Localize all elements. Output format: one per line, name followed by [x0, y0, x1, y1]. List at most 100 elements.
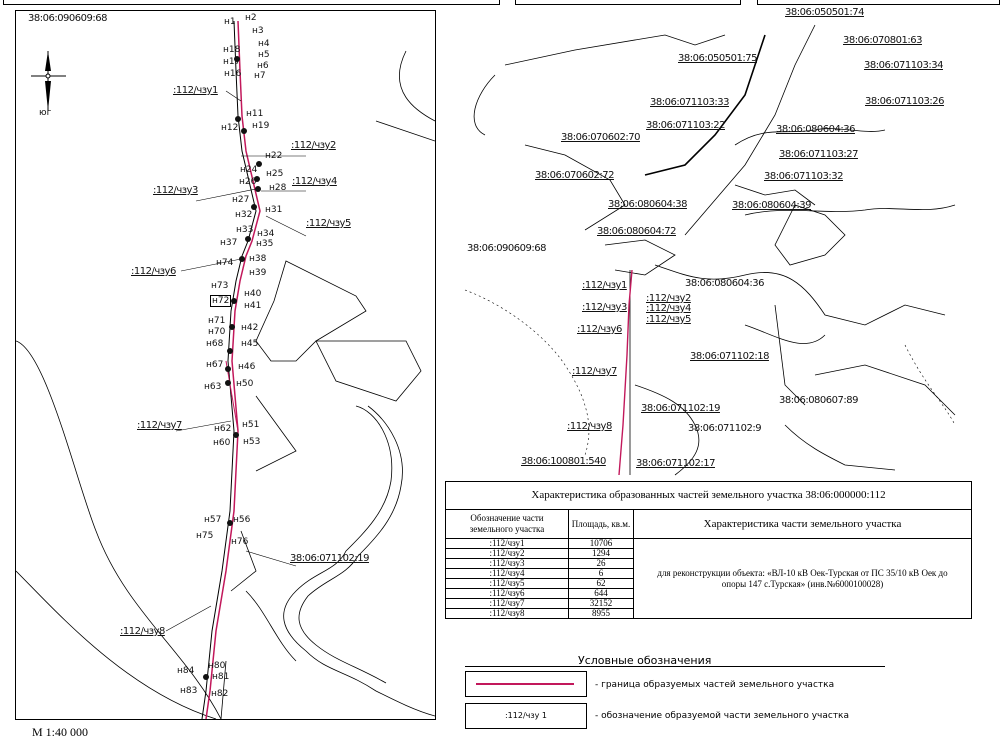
point-label: н4 [258, 39, 270, 49]
point-label: н1 [224, 17, 236, 27]
point-label: н11 [246, 109, 264, 119]
point-label: н67 [206, 360, 224, 370]
right-parcel-label: 38:06:071103:34 [864, 60, 943, 71]
point-label: н12 [221, 123, 239, 133]
point-label: н16 [224, 69, 242, 79]
top-table-fragment-3 [757, 0, 1000, 5]
point-label: н56 [233, 515, 251, 525]
point-label: н68 [206, 339, 224, 349]
point-label: н72 [210, 295, 232, 307]
cell-area: 32152 [568, 598, 634, 609]
point-label: н34 [257, 229, 275, 239]
right-parcel-label: 38:06:100801:540 [521, 456, 606, 467]
col-header-area: Площадь, кв.м. [568, 509, 634, 539]
point-label: н70 [208, 327, 226, 337]
right-parcel-label: 38:06:071102:19 [641, 403, 720, 414]
cell-area: 1294 [568, 548, 634, 559]
point-label: н76 [231, 537, 249, 547]
legend-sample-part: :112/чзу 1 [465, 703, 587, 729]
cell-area: 6 [568, 568, 634, 579]
right-parcel-label: 38:06:090609:68 [467, 243, 546, 254]
right-parcel-label: 38:06:070602:70 [561, 132, 640, 143]
cell-area: 644 [568, 588, 634, 599]
point-label: н26 [239, 177, 257, 187]
right-parcel-label: 38:06:080604:39 [732, 200, 811, 211]
right-part-label-7: :112/чзу7 [572, 366, 617, 377]
part-label-6: :112/чзу6 [131, 266, 176, 277]
point-label: н41 [244, 301, 262, 311]
point-label: н3 [252, 26, 264, 36]
table-title: Характеристика образованных частей земел… [445, 481, 972, 510]
point-label: н50 [236, 379, 254, 389]
right-parcel-label: 38:06:071103:27 [779, 149, 858, 160]
point-label: н6 [257, 61, 269, 71]
table-row: :112/чзу1 10706 для реконструкции объект… [445, 538, 972, 619]
cell-area: 10706 [568, 538, 634, 549]
point-label: н53 [243, 437, 261, 447]
point-label: н60 [213, 438, 231, 448]
point-label: н7 [254, 71, 266, 81]
point-label: н38 [249, 254, 267, 264]
point-label: н63 [204, 382, 222, 392]
map-scale: М 1:40 000 [32, 725, 89, 739]
point-label: н22 [265, 151, 283, 161]
cell-area: 62 [568, 578, 634, 589]
cell-part: :112/чзу8 [445, 608, 569, 619]
legend-sample-boundary [465, 671, 587, 697]
right-map-panel[interactable] [445, 5, 1005, 480]
right-part-label-8: :112/чзу8 [567, 421, 612, 432]
right-parcel-label: 38:06:071103:32 [764, 171, 843, 182]
right-part-label-3: :112/чзу3 [582, 302, 627, 313]
point-label: н32 [235, 210, 253, 220]
col-header-description: Характеристика части земельного участка [633, 509, 972, 539]
point-label: н73 [211, 281, 229, 291]
point-label: н82 [211, 689, 229, 699]
point-label: н5 [258, 50, 270, 60]
cell-part: :112/чзу6 [445, 588, 569, 599]
point-label: н45 [241, 339, 259, 349]
part-label-4: :112/чзу4 [292, 176, 337, 187]
point-label: н71 [208, 316, 226, 326]
right-part-label-6: :112/чзу6 [577, 324, 622, 335]
right-parcel-label: 38:06:080604:36 [776, 124, 855, 135]
legend-item-boundary: - граница образуемых частей земельного у… [595, 680, 835, 690]
part-label-5: :112/чзу5 [306, 218, 351, 229]
legend-divider [465, 666, 885, 667]
right-parcel-label: 38:06:071102:18 [690, 351, 769, 362]
point-label: н19 [252, 121, 270, 131]
cell-area: 26 [568, 558, 634, 569]
point-label: н39 [249, 268, 267, 278]
compass-label: юг [39, 108, 52, 118]
top-table-fragment-1 [3, 0, 500, 5]
right-parcel-label: 38:06:070801:63 [843, 35, 922, 46]
point-label: н28 [269, 183, 287, 193]
point-label: н27 [232, 195, 250, 205]
point-label: н84 [177, 666, 195, 676]
point-label: н51 [242, 420, 260, 430]
left-map-panel[interactable] [15, 10, 436, 720]
legend-title: Условные обозначения [578, 654, 712, 667]
point-label: н57 [204, 515, 222, 525]
col-header-part: Обозначение части земельного участка [445, 509, 569, 539]
right-parcel-label: 38:06:080604:38 [608, 199, 687, 210]
right-parcel-label: 38:06:071102:9 [688, 423, 762, 434]
right-part-label-2: :112/чзу2 [646, 293, 691, 304]
right-parcel-label: 38:06:050501:74 [785, 7, 864, 18]
right-parcel-label: 38:06:080604:36 [685, 278, 764, 289]
legend-item-part: - обозначение образуемой части земельног… [595, 711, 850, 721]
point-label: н81 [212, 672, 230, 682]
right-parcel-label: 38:06:071103:26 [865, 96, 944, 107]
cell-part: :112/чзу1 [445, 538, 569, 549]
point-label: н40 [244, 289, 262, 299]
point-label: н17 [223, 57, 241, 67]
cell-description: для реконструкции объекта: «ВЛ-10 кВ Оек… [633, 538, 972, 619]
point-label: н25 [266, 169, 284, 179]
right-part-label-1: :112/чзу1 [582, 280, 627, 291]
right-part-label-4: :112/чзу4 [646, 303, 691, 314]
left-parcel-label-2: 38:06:071102:19 [290, 553, 369, 564]
point-label: н37 [220, 238, 238, 248]
part-label-7: :112/чзу7 [137, 420, 182, 431]
attribute-table: Характеристика образованных частей земел… [445, 481, 972, 653]
right-map-svg [464, 24, 956, 476]
